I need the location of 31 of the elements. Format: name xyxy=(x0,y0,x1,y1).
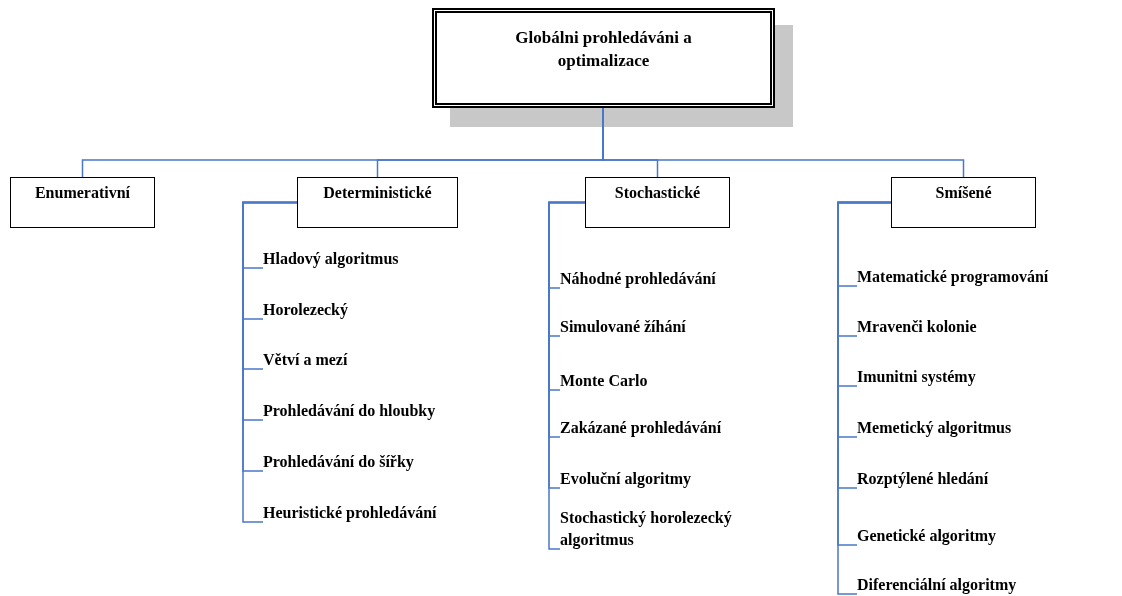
box-title: Globálni prohledáváni a optimalizace xyxy=(514,27,693,72)
category-label: Stochastické xyxy=(614,183,701,203)
root-box xyxy=(432,8,775,108)
method-label: Zakázané prohledávání xyxy=(560,418,723,439)
method-label: Matematické programování xyxy=(857,267,1050,288)
method-label: Stochastický horolezecký algoritmus xyxy=(560,508,733,551)
category-box xyxy=(297,177,458,228)
method-label: Simulované žíhání xyxy=(560,317,687,337)
method-label: Náhodné prohledávání xyxy=(560,269,717,290)
method-label: Imunitni systémy xyxy=(857,367,977,388)
method-label: Genetické algoritmy xyxy=(857,526,998,547)
category-box xyxy=(891,177,1036,228)
method-label: Horolezecký xyxy=(263,300,349,321)
method-label: Heuristické prohledávání xyxy=(263,503,438,524)
category-box xyxy=(585,177,730,228)
category-label: Deterministické xyxy=(323,183,432,203)
method-label: Prohledávání do hloubky xyxy=(263,401,437,422)
method-label: Rozptýlené hledání xyxy=(857,469,990,490)
category-box xyxy=(10,177,155,228)
category-label: Enumerativní xyxy=(34,183,131,203)
method-label: Monte Carlo xyxy=(560,371,649,391)
method-label: Hladový algoritmus xyxy=(263,249,400,270)
method-label: Evoluční algoritmy xyxy=(560,469,693,490)
method-label: Větví a mezí xyxy=(263,350,349,370)
method-label: Mravenči kolonie xyxy=(857,317,978,337)
method-label: Diferenciální algoritmy xyxy=(857,575,1018,596)
category-label: Smíšené xyxy=(935,183,992,203)
connector-line xyxy=(242,201,298,523)
connector-line xyxy=(548,201,586,550)
method-label: Prohledávání do šířky xyxy=(263,452,415,473)
method-label: Memetický algoritmus xyxy=(857,418,1013,439)
